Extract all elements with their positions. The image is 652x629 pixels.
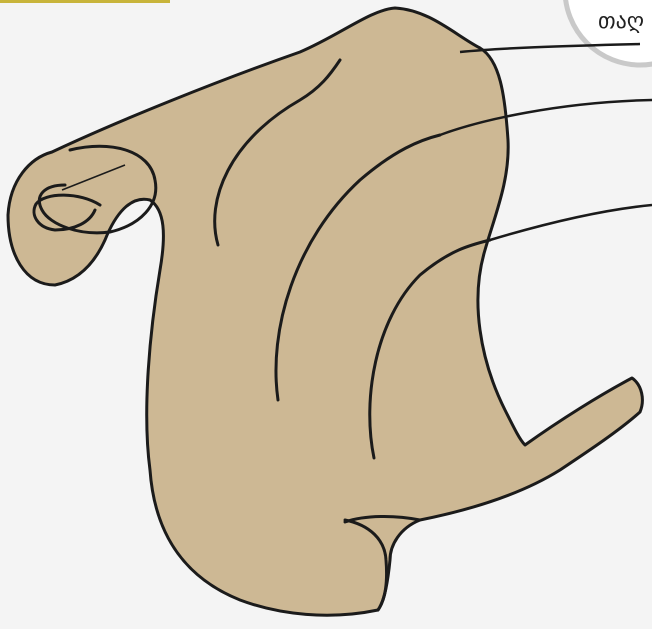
callout-bubble: თაღ — [565, 0, 652, 65]
callout-label: თაღ — [598, 9, 644, 34]
parchment-scroll-icon — [8, 8, 642, 615]
